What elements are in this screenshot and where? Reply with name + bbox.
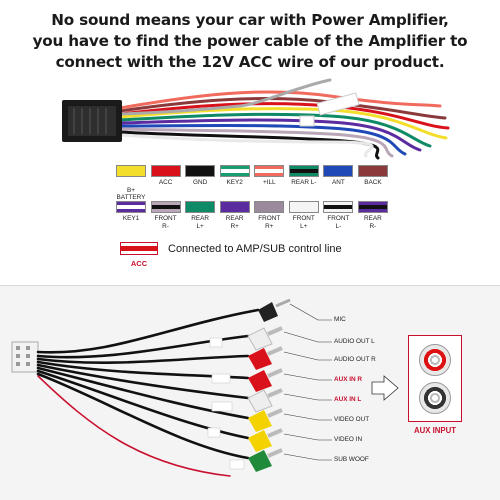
swatch-label: FRONT L+ [292,215,315,230]
swatch-chip [116,165,146,177]
swatch-label: GND [193,179,208,186]
swatch-label: KEY1 [122,215,140,222]
swatch-acc: ACC [150,165,181,202]
swatch-label: REAR R- [364,215,382,230]
label-sub-woof: SUB WOOF [334,456,369,463]
swatch-label: FRONT R- [154,215,177,230]
swatch-row-1: B+ BATTERY ACC GND KEY2 +ILL REAR L- ANT… [116,165,388,202]
swatch-rear-l-minus: REAR L- [288,165,319,202]
swatch-front-r-minus: FRONT R- [150,201,181,230]
swatch-chip [357,165,388,177]
swatch-chip [116,201,146,213]
swatch-label: REAR L+ [191,215,209,230]
swatch-rear-r-minus: REAR R- [357,201,388,230]
swatch-label: FRONT L- [327,215,350,230]
swatch-gnd: GND [185,165,216,202]
swatch-chip [357,201,388,213]
swatch-key2: KEY2 [219,165,250,202]
swatch-chip [185,201,216,213]
swatch-front-l-plus: FRONT L+ [288,201,319,230]
swatch-b-battery: B+ BATTERY [116,165,146,202]
wiring-harness-image [62,78,450,160]
rca-cable-image [11,298,399,477]
swatch-ill: +ILL [254,165,285,202]
swatch-chip [219,165,250,177]
headline-line-2: you have to find the power cable of the … [32,32,468,50]
swatch-rear-l-plus: REAR L+ [185,201,216,230]
swatch-front-l-minus: FRONT L- [323,201,354,230]
swatch-label: REAR R+ [225,215,244,230]
acc-legend-text: Connected to AMP/SUB control line [168,243,342,255]
label-audio-out-l: AUDIO OUT L [334,338,375,345]
swatch-label: ACC [158,179,173,186]
section-divider [0,285,500,286]
swatch-chip [254,165,285,177]
swatch-back: BACK [357,165,388,202]
swatch-chip [150,165,181,177]
acc-swatch [120,242,158,255]
swatch-chip [185,165,216,177]
label-aux-in-l: AUX IN L [334,396,362,403]
swatch-chip [288,201,319,213]
label-audio-out-r: AUDIO OUT R [334,356,376,363]
swatch-chip [323,201,354,213]
label-video-in: VIDEO IN [334,436,363,443]
label-mic: MIC [334,316,346,323]
swatch-chip [254,201,285,213]
swatch-rear-r-plus: REAR R+ [219,201,250,230]
swatch-front-r-plus: FRONT R+ [254,201,285,230]
swatch-label: KEY2 [226,179,243,186]
swatch-label: B+ BATTERY [116,186,146,202]
label-aux-in-r: AUX IN R [334,376,363,383]
swatch-label: FRONT R+ [258,215,281,230]
headline-line-1: No sound means your car with Power Ampli… [51,11,449,29]
swatch-key1: KEY1 [116,201,146,230]
swatch-chip [219,201,250,213]
aux-white-jack-icon [419,382,451,414]
swatch-label: REAR L- [291,179,317,186]
label-video-out: VIDEO OUT [334,416,370,423]
acc-label: ACC [130,259,148,268]
headline-line-3: connect with the 12V ACC wire of our pro… [55,53,445,71]
swatch-label: ANT [331,179,345,186]
aux-red-jack-icon [419,344,451,376]
swatch-chip [288,165,319,177]
swatch-chip [323,165,354,177]
headline: No sound means your car with Power Ampli… [8,10,492,73]
swatch-ant: ANT [323,165,354,202]
swatch-row-2: KEY1 FRONT R- REAR L+ REAR R+ FRONT R+ F… [116,201,388,230]
swatch-chip [150,201,181,213]
aux-input-label: AUX INPUT [413,426,457,435]
aux-input-panel [408,335,462,422]
swatch-label: BACK [364,179,382,186]
swatch-label: +ILL [262,179,276,186]
